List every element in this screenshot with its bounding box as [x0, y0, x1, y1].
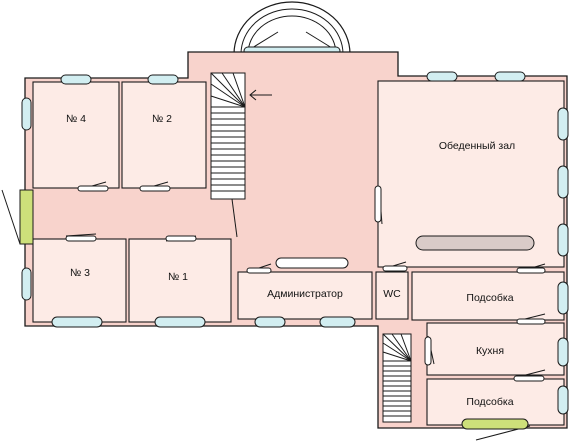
kitchen-label: Кухня: [476, 345, 504, 357]
storage-2-label: Подсобка: [466, 396, 513, 408]
storage-1-label: Подсобка: [466, 292, 513, 304]
storage-room-1: [411, 271, 565, 321]
room-4: [32, 81, 120, 189]
room-4-label: № 4: [66, 113, 86, 125]
kitchen-room: [426, 322, 565, 376]
storage-room-2: [426, 378, 565, 426]
entrance-left: [1, 189, 34, 245]
bay-window: [233, 1, 351, 56]
room-2: [121, 81, 207, 189]
small-staircase: [382, 333, 412, 423]
doors: [65, 181, 546, 382]
wc-label: WC: [383, 288, 401, 300]
room-3-label: № 3: [70, 267, 90, 279]
arrow-icon: [249, 89, 272, 101]
entrance-bottom: [461, 418, 531, 441]
admin-label: Администратор: [267, 288, 343, 300]
room-3: [32, 238, 127, 323]
dining-label: Обеденный зал: [439, 140, 515, 152]
admin-room: [237, 271, 373, 320]
room-1-label: № 1: [168, 271, 188, 283]
room-2-label: № 2: [152, 113, 172, 125]
counter: [415, 235, 535, 251]
windows: [21, 71, 569, 415]
wc-room: [375, 271, 409, 320]
main-staircase: [210, 72, 246, 238]
